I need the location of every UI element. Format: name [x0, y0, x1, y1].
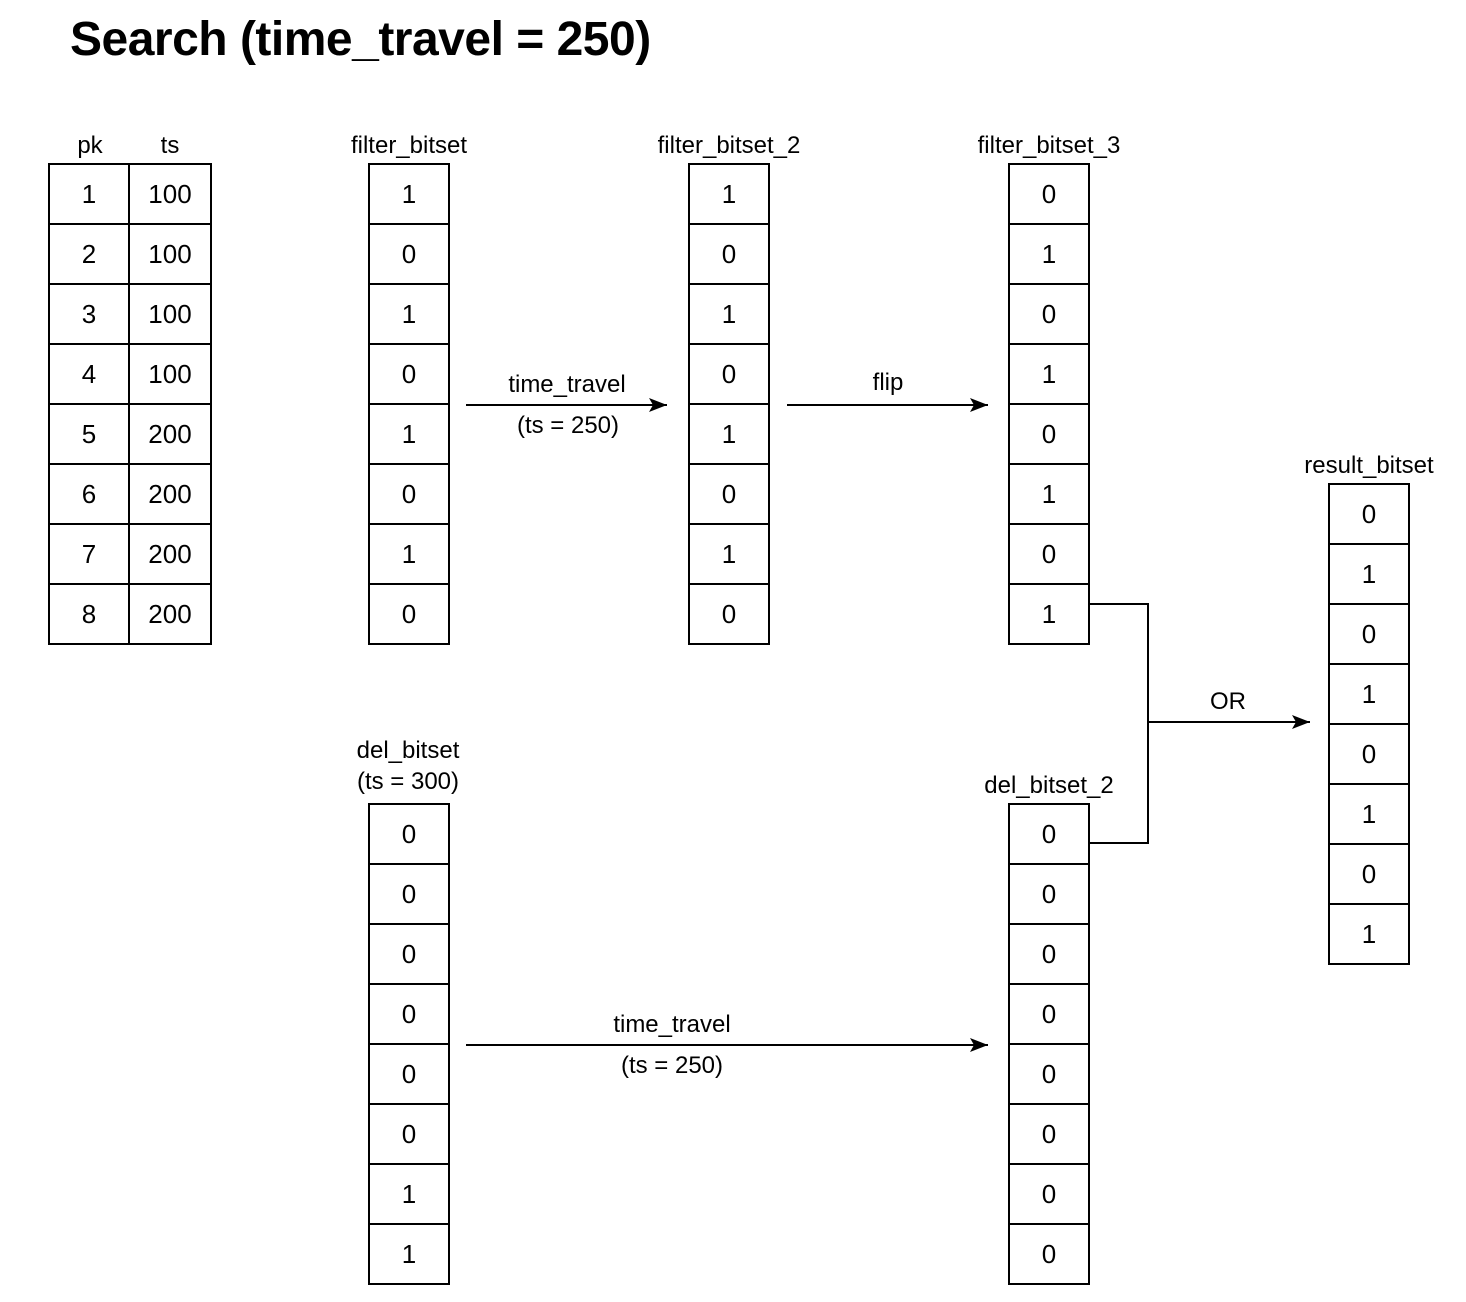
- table-row: 1 100: [50, 165, 210, 225]
- bitset-cell: 0: [1041, 1238, 1057, 1269]
- bitset-cell: 1: [1010, 345, 1088, 405]
- bitset-cell: 1: [1330, 785, 1408, 845]
- time-travel-bottom-label: time_travel: [613, 1010, 731, 1038]
- column-header-pk: pk: [77, 131, 103, 159]
- table-row: 5 200: [50, 405, 210, 465]
- bitset-cell: 0: [1010, 985, 1088, 1045]
- table-row: 8 200: [50, 585, 210, 643]
- bitset-cell: 0: [370, 225, 448, 285]
- bitset-cell: 0: [370, 865, 448, 925]
- bitset-cell: 0: [370, 925, 448, 985]
- bitset-cell: 0: [370, 1105, 448, 1165]
- bitset-cell: 0: [370, 1045, 448, 1105]
- bitset-cell: 1: [690, 525, 768, 585]
- bitset-cell: 1: [1361, 918, 1377, 949]
- pk-ts-table-body: 1 100 2 100 3 100 4 100 5 200 6 200 7 200 8 200: [50, 165, 210, 643]
- table-cell: 200: [148, 478, 192, 509]
- bitset-cell: 1: [1330, 545, 1408, 605]
- table-cell: 6: [50, 465, 130, 523]
- table-cell: 3: [50, 285, 130, 343]
- del-bitset-2-label: del_bitset_2: [984, 771, 1114, 799]
- bitset-cell: 0: [1330, 845, 1408, 905]
- table-row: 2 100: [50, 225, 210, 285]
- ts-250-top-label: (ts = 250): [516, 411, 620, 439]
- page-title: Search (time_travel = 250): [70, 13, 651, 66]
- table-cell: 200: [148, 418, 192, 449]
- or-label: OR: [1210, 687, 1246, 715]
- bitset-cell: 0: [1330, 605, 1408, 665]
- pk-ts-table: 1 100 2 100 3 100 4 100 5 200 6 200 7 200 8 200: [48, 163, 212, 645]
- bitset-cell: 0: [370, 465, 448, 525]
- table-cell: 2: [50, 225, 130, 283]
- bitset-cell: 0: [1010, 285, 1088, 345]
- bitset-cell: 1: [690, 285, 768, 345]
- bitset-cell: 0: [1010, 1165, 1088, 1225]
- bitset-cell: 1: [1041, 598, 1057, 629]
- result-bitset-label: result_bitset: [1304, 451, 1434, 479]
- bitset-cell: 0: [370, 805, 448, 865]
- bitset-cell: 1: [690, 405, 768, 465]
- table-cell: 200: [148, 538, 192, 569]
- filter-bitset-3-label: filter_bitset_3: [977, 131, 1121, 159]
- column-header-ts: ts: [160, 131, 180, 159]
- table-row: 6 200: [50, 465, 210, 525]
- table-cell: 100: [148, 238, 192, 269]
- bitset-cell: 0: [1010, 925, 1088, 985]
- bitset-cell: 1: [401, 1238, 417, 1269]
- filter-bitset-label: filter_bitset: [350, 131, 468, 159]
- bitset-cell: 1: [690, 165, 768, 225]
- del-bitset-label: del_bitset: [356, 736, 460, 764]
- table-cell: 8: [50, 585, 130, 643]
- bitset-cell: 0: [721, 598, 737, 629]
- bitset-cell: 0: [1010, 805, 1088, 865]
- bitset-cell: 0: [1010, 405, 1088, 465]
- filter-bitset-2-label: filter_bitset_2: [657, 131, 801, 159]
- bitset-cell: 1: [370, 1165, 448, 1225]
- bitset-cell: 0: [401, 598, 417, 629]
- bitset-cell: 1: [1010, 225, 1088, 285]
- bitset-cell: 0: [1330, 725, 1408, 785]
- table-row: 4 100: [50, 345, 210, 405]
- flip-label: flip: [872, 368, 904, 396]
- table-cell: 200: [148, 598, 192, 629]
- bitset-cell: 0: [370, 345, 448, 405]
- table-row: 3 100: [50, 285, 210, 345]
- table-cell: 7: [50, 525, 130, 583]
- bitset-cell: 0: [1330, 485, 1408, 545]
- del-bitset-sublabel: (ts = 300): [356, 767, 460, 795]
- bitset-cell: 1: [1330, 665, 1408, 725]
- bitset-cell: 1: [1010, 465, 1088, 525]
- bitset-cell: 0: [1010, 165, 1088, 225]
- or-junction-connector: [1090, 603, 1149, 844]
- table-cell: 5: [50, 405, 130, 463]
- bitset-cell: 0: [690, 465, 768, 525]
- table-cell: 4: [50, 345, 130, 403]
- bitset-cell: 0: [1010, 865, 1088, 925]
- table-row: 7 200: [50, 525, 210, 585]
- bitset-cell: 1: [370, 405, 448, 465]
- table-cell: 100: [148, 298, 192, 329]
- bitset-cell: 0: [1010, 525, 1088, 585]
- bitset-cell: 0: [1010, 1045, 1088, 1105]
- table-cell: 100: [148, 178, 192, 209]
- bitset-cell: 0: [1010, 1105, 1088, 1165]
- ts-250-bottom-label: (ts = 250): [620, 1051, 724, 1079]
- table-cell: 1: [50, 165, 130, 223]
- bitset-cell: 1: [370, 285, 448, 345]
- table-cell: 100: [148, 358, 192, 389]
- bitset-cell: 0: [690, 225, 768, 285]
- bitset-cell: 1: [370, 525, 448, 585]
- bitset-cell: 1: [370, 165, 448, 225]
- time-travel-top-label: time_travel: [508, 370, 626, 398]
- bitset-cell: 0: [690, 345, 768, 405]
- bitset-cell: 0: [370, 985, 448, 1045]
